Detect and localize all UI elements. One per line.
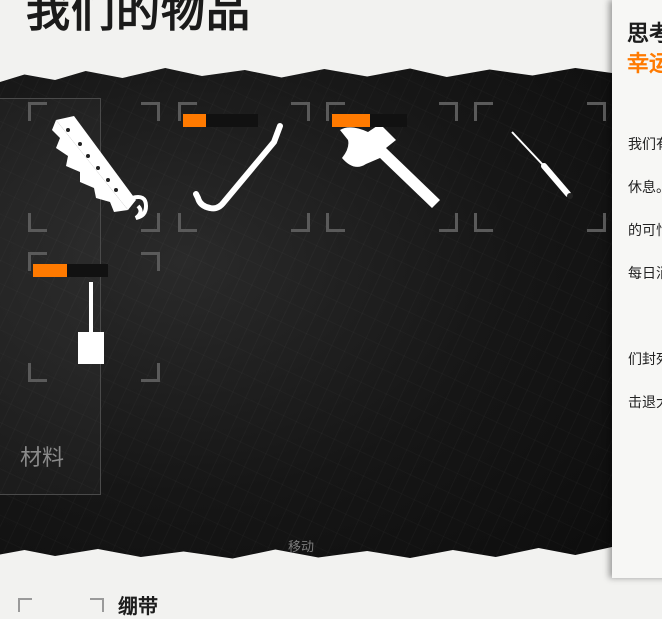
saw-icon (52, 116, 149, 220)
notebook-line: 击退大 (628, 395, 662, 411)
notebook-line: 的可怕 (628, 223, 662, 239)
bandage-label: 绷带 (118, 594, 158, 618)
axe-durability-fill (332, 114, 370, 127)
notebook-paper (612, 0, 662, 578)
notebook-line: 们封死 (628, 352, 662, 368)
category-panel[interactable] (0, 98, 101, 495)
shovel-durability-bar (33, 264, 108, 277)
axe-icon (340, 124, 440, 208)
item-slot-saw[interactable] (28, 102, 160, 232)
shovel-icon (78, 282, 104, 364)
notebook-subtitle: 幸运 (627, 52, 662, 77)
page-title: 我们的物品 (26, 0, 251, 37)
item-slot-axe[interactable] (326, 102, 458, 232)
move-hint: 移动 (288, 540, 315, 555)
category-label: 材料 (20, 446, 65, 471)
notebook-line: 休息。 (628, 180, 662, 196)
crowbar-durability-bar (183, 114, 258, 127)
shovel-durability-fill (33, 264, 67, 277)
axe-durability-bar (332, 114, 407, 127)
notebook-line: 每日消 (628, 266, 662, 282)
item-slot-shovel[interactable] (28, 252, 160, 382)
lockpick-icon (511, 131, 573, 199)
item-slot-crowbar[interactable] (178, 102, 310, 232)
crowbar-durability-fill (183, 114, 206, 127)
notebook-title: 思考 (627, 22, 662, 47)
inventory-board (0, 68, 612, 559)
bandage-slot[interactable] (18, 598, 104, 618)
notebook-line: 我们有 (628, 137, 662, 153)
item-slot-lockpick[interactable] (474, 102, 606, 232)
crowbar-icon (193, 123, 283, 212)
